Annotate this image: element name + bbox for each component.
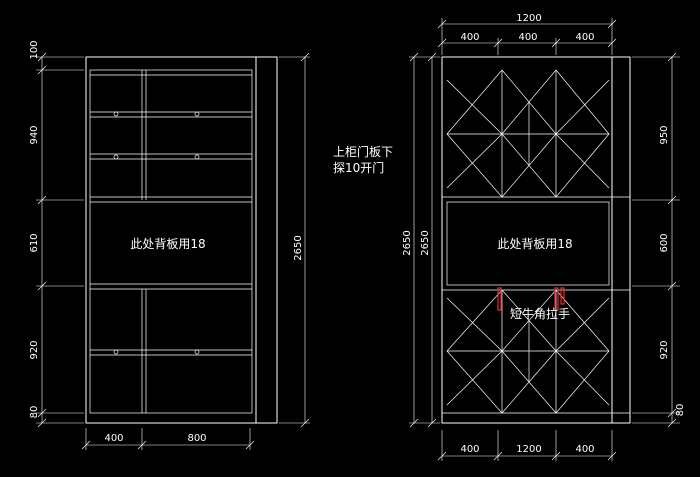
right-dim-bottom-400-b: 400: [575, 444, 594, 455]
left-vertical-dimensions: 100 940 610 920 80: [29, 40, 84, 428]
right-dim-top-400-b: 400: [518, 32, 537, 43]
right-dim-1200-top: 1200: [516, 13, 541, 24]
right-dim-bottom-1200: 1200: [516, 444, 541, 455]
left-panel-label: 此处背板用18: [130, 237, 205, 251]
right-bottom-dimensions: 400 1200 400: [437, 430, 617, 461]
right-cabinet-outline: [441, 56, 631, 424]
left-dim-400: 400: [104, 433, 123, 444]
left-dim-800: 800: [187, 433, 206, 444]
left-cabinet-outline: [85, 56, 278, 424]
left-dim-940: 940: [29, 125, 40, 144]
right-dim-bottom-400-a: 400: [460, 444, 479, 455]
right-dim-2650-a: 2650: [402, 230, 413, 255]
upper-door-pattern: [446, 69, 610, 198]
left-dim-610: 610: [29, 233, 40, 252]
short-horn-handle-icons: [497, 287, 565, 311]
right-vertical-dimensions: 950 600 920 80: [632, 52, 686, 428]
right-cabinet: 此处背板用18 短牛角拉手: [441, 56, 631, 424]
note-line-2: 探10开门: [333, 160, 384, 175]
shelf-pin-icons: [113, 111, 200, 355]
right-middle-panel: [446, 201, 610, 286]
right-dim-top-400-a: 400: [460, 32, 479, 43]
right-dim-950: 950: [659, 125, 670, 144]
right-left-height-dimensions: 2650 2650: [402, 52, 440, 428]
right-dim-920: 920: [659, 340, 670, 359]
left-total-height-dimension: 2650: [279, 52, 310, 428]
left-dim-920: 920: [29, 340, 40, 359]
right-dim-top-400-c: 400: [575, 32, 594, 43]
right-dim-2650-b: 2650: [420, 230, 431, 255]
right-panel-label: 此处背板用18: [497, 237, 572, 251]
left-cabinet: 此处背板用18: [85, 56, 278, 424]
left-inner-frame: [89, 69, 253, 414]
right-dim-80: 80: [675, 404, 686, 417]
right-dim-600: 600: [659, 233, 670, 252]
right-top-dimensions: 1200 400 400 400: [437, 13, 617, 55]
left-bottom-dimensions: 400 800: [81, 428, 255, 450]
left-dim-80: 80: [29, 406, 40, 419]
left-dim-100: 100: [29, 40, 40, 59]
handle-label: 短牛角拉手: [510, 306, 570, 321]
note-line-1: 上柜门板下: [333, 144, 393, 159]
left-dim-2650: 2650: [293, 235, 304, 260]
